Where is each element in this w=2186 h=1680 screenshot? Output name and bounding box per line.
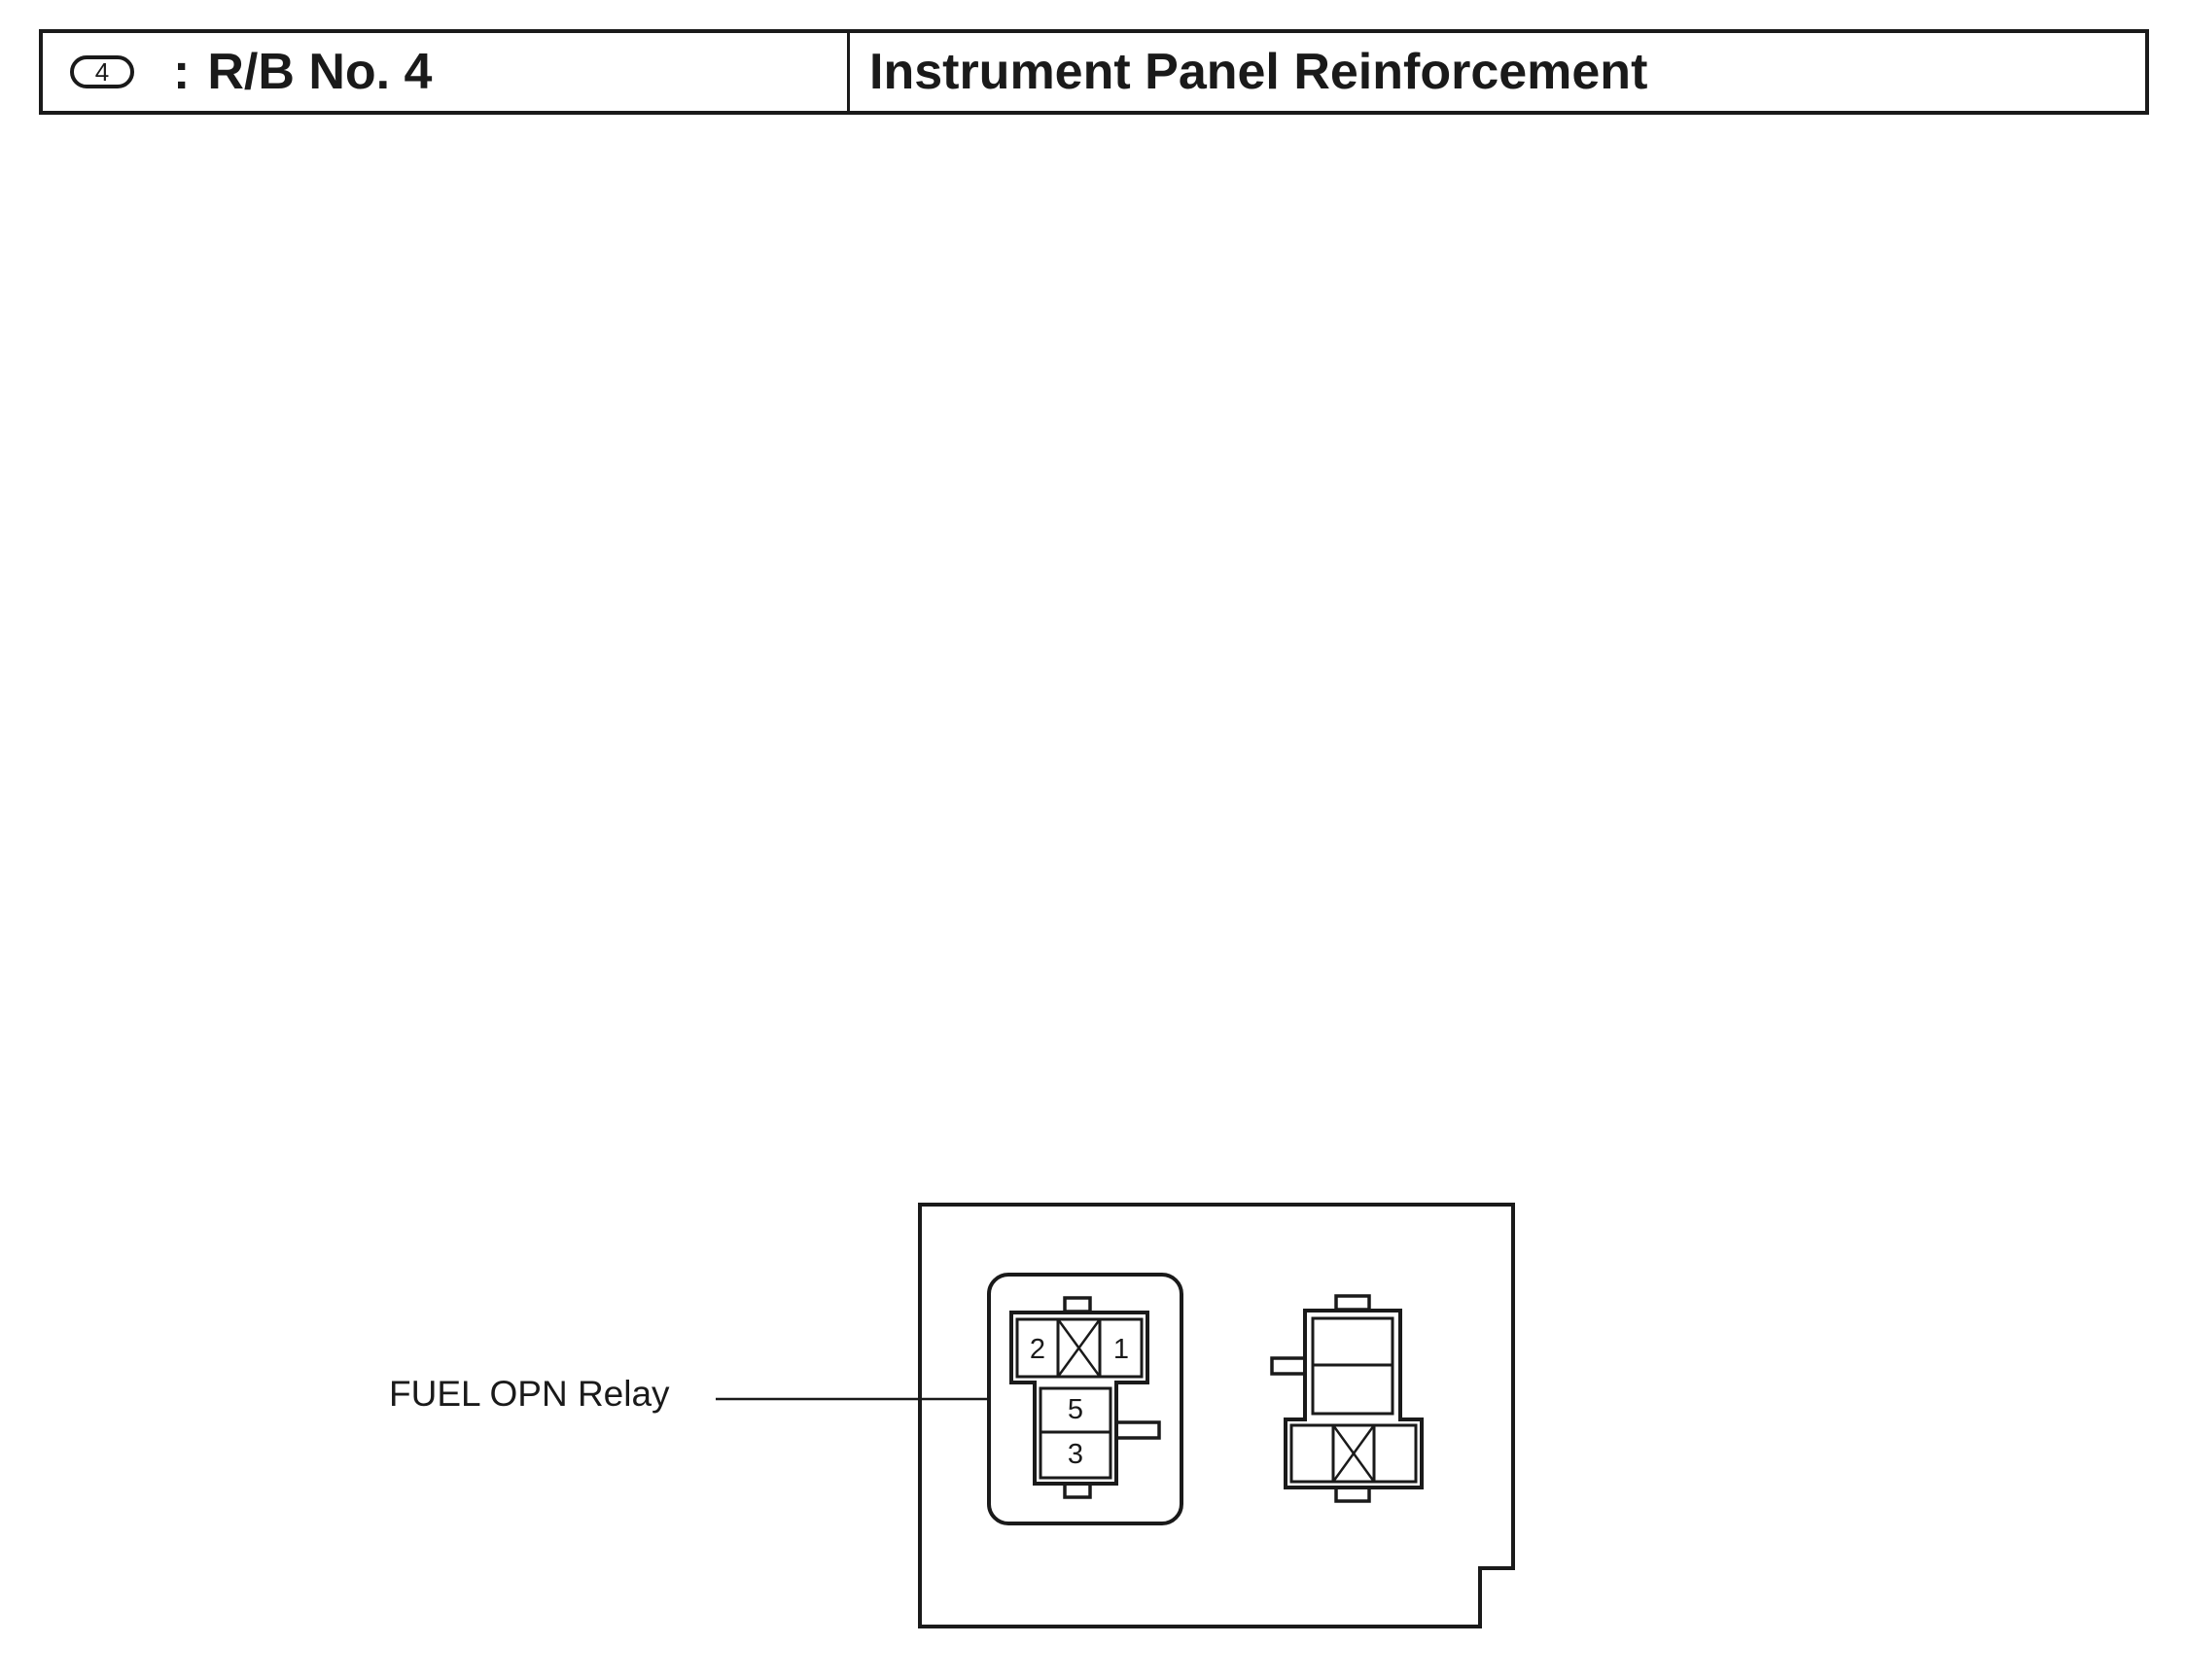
right-relay-side-tab [1270, 1356, 1307, 1376]
fuel-opn-relay-housing [987, 1273, 1183, 1525]
pin-2-label: 2 [1029, 1334, 1046, 1365]
pin-1-label: 1 [1112, 1334, 1130, 1365]
header-title-cell: Instrument Panel Reinforcement [850, 33, 2145, 111]
location-separator: : [173, 44, 191, 100]
page-title: Instrument Panel Reinforcement [869, 44, 1648, 100]
right-relay-socket-outline [1284, 1309, 1424, 1489]
relay-block-outline [918, 1203, 1515, 1628]
pin-5-label: 5 [1067, 1394, 1084, 1425]
left-relay-bottom-tab [1063, 1482, 1092, 1499]
left-relay-top-tab [1063, 1296, 1092, 1313]
right-relay-empty-cavity-x2 [1331, 1424, 1376, 1483]
left-relay-side-tab [1114, 1420, 1161, 1440]
left-relay-empty-cavity-x2 [1056, 1318, 1102, 1378]
pin-3-label: 3 [1067, 1439, 1084, 1470]
right-relay-top-tab [1334, 1294, 1371, 1312]
location-label: R/B No. 4 [207, 44, 433, 100]
badge-number: 4 [94, 57, 110, 87]
location-number-badge: 4 [70, 55, 134, 88]
right-relay-lower-row-frame [1289, 1423, 1418, 1484]
header-bar: 4 : R/B No. 4 Instrument Panel Reinforce… [39, 29, 2149, 115]
right-relay-bottom-tab [1334, 1486, 1371, 1503]
left-relay-upper-row-frame [1015, 1317, 1144, 1379]
header-location-cell: 4 : R/B No. 4 [43, 33, 850, 111]
fuel-opn-relay-label: FUEL OPN Relay [389, 1374, 670, 1414]
left-relay-socket-outline [1009, 1311, 1149, 1486]
